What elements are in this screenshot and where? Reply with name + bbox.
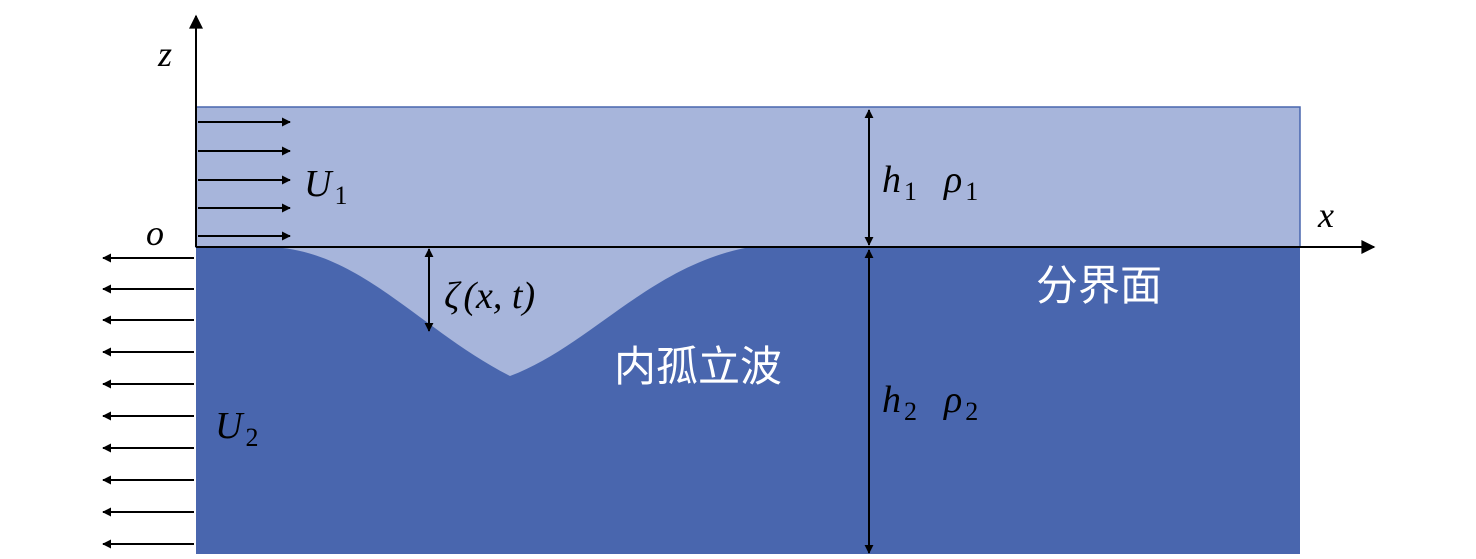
u2-subscript: 2 — [245, 423, 258, 452]
h2-symbol: h — [882, 379, 901, 421]
x-axis-label: x — [1317, 195, 1334, 235]
h1-symbol: h — [882, 159, 901, 201]
solitary-wave-trough — [270, 247, 750, 376]
u1-subscript: 1 — [334, 181, 347, 210]
zeta-symbol: ζ — [444, 275, 462, 317]
internal-wave-label: 内孤立波 — [614, 342, 782, 391]
zeta-label: ζ(x, t) — [444, 275, 535, 317]
z-axis-label: z — [157, 34, 172, 74]
interface-label: 分界面 — [1036, 261, 1162, 310]
origin-label: o — [146, 213, 164, 253]
rho2-subscript: 2 — [965, 397, 978, 426]
rho2-symbol: ρ — [943, 379, 962, 421]
h2-subscript: 2 — [904, 397, 917, 426]
zeta-arguments: (x, t) — [463, 275, 535, 317]
u1-symbol: U — [304, 163, 334, 205]
u2-symbol: U — [215, 405, 245, 447]
lower-fluid-layer — [196, 247, 1300, 554]
rho1-symbol: ρ — [943, 159, 962, 201]
rho1-subscript: 1 — [965, 177, 978, 206]
h1-subscript: 1 — [904, 177, 917, 206]
lower-velocity-arrows — [102, 253, 194, 549]
upper-fluid-layer — [196, 107, 1300, 247]
upper-velocity-arrows — [198, 117, 291, 241]
